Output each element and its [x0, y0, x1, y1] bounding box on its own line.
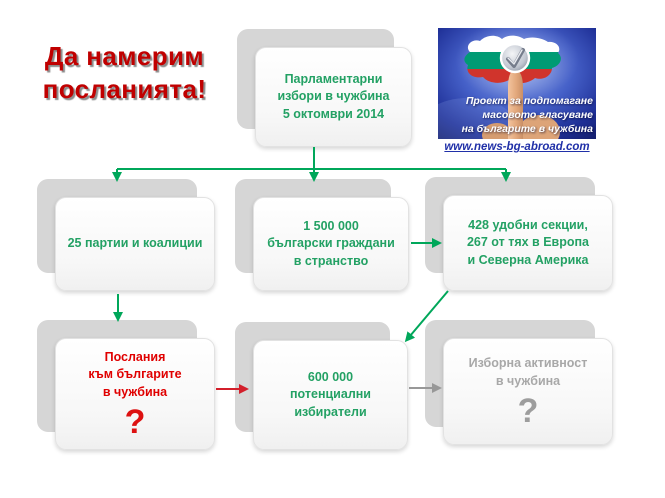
- card-citizens-text: 1 500 000 български граждани в странство: [267, 218, 395, 268]
- card-parties-face: 25 партии и коалиции: [55, 197, 215, 291]
- card-sections-face: 428 удобни секции, 267 от тях в Европа и…: [443, 195, 613, 291]
- turnout-question-mark: ?: [517, 392, 539, 430]
- card-turnout-text: Изборна активност в чужбина: [468, 356, 588, 388]
- logo-image: Проект за подпомагане масовото гласуване…: [420, 20, 596, 154]
- card-sections: 428 удобни секции, 267 от тях в Европа и…: [425, 177, 613, 291]
- project-logo: Проект за подпомагане масовото гласуване…: [420, 20, 596, 154]
- card-elections-face: Парламентарни избори в чужбина 5 октомвр…: [255, 47, 412, 147]
- card-parties: 25 партии и коалиции: [37, 179, 215, 291]
- logo-url-link[interactable]: www.news-bg-abroad.com: [444, 141, 590, 153]
- checkmark-icon: [499, 42, 531, 74]
- slide-title: Да намерим посланията!: [42, 41, 207, 105]
- card-voters: 600 000 потенциални избиратели: [235, 322, 408, 450]
- card-parties-text: 25 партии и коалиции: [67, 236, 203, 251]
- card-turnout: Изборна активност в чужбина ?: [425, 320, 613, 445]
- card-elections: Парламентарни избори в чужбина 5 октомвр…: [237, 29, 412, 147]
- logo-caption: Проект за подпомагане масовото гласуване…: [461, 95, 593, 136]
- card-voters-face: 600 000 потенциални избиратели: [253, 340, 408, 450]
- card-sections-text: 428 удобни секции, 267 от тях в Европа и…: [466, 217, 590, 267]
- card-voters-text: 600 000 потенциални избиратели: [290, 369, 371, 419]
- card-turnout-face: Изборна активност в чужбина ?: [443, 338, 613, 445]
- card-citizens-face: 1 500 000 български граждани в странство: [253, 197, 409, 291]
- card-citizens: 1 500 000 български граждани в странство: [235, 179, 409, 291]
- card-messages-face: Послания към българите в чужбина ?: [55, 338, 215, 450]
- card-messages: Послания към българите в чужбина ?: [37, 320, 215, 450]
- card-messages-text: Послания към българите в чужбина: [88, 349, 182, 399]
- messages-question-mark: ?: [124, 403, 146, 442]
- card-elections-text: Парламентарни избори в чужбина 5 октомвр…: [277, 71, 390, 121]
